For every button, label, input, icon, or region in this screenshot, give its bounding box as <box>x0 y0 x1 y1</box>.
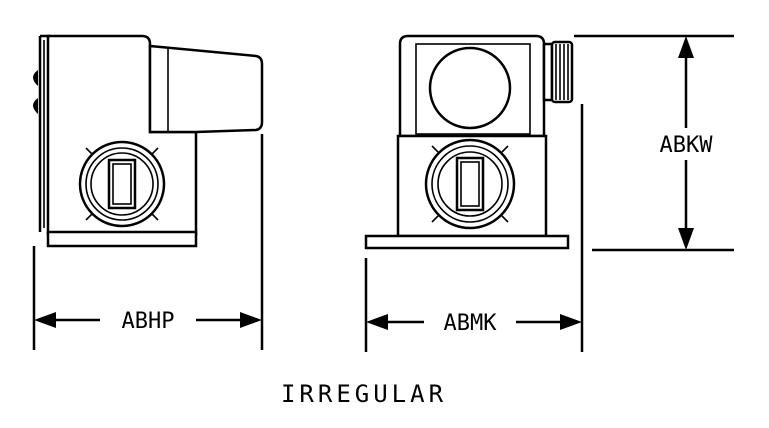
dimension-abkw: ABKW <box>574 34 734 252</box>
dimension-label-abkw: ABKW <box>660 133 714 158</box>
left-component-side-view <box>33 34 264 248</box>
dimension-abhp: ABHP <box>32 134 264 350</box>
dimension-abmk: ABMK <box>364 104 584 352</box>
caption-irregular: IRREGULAR <box>281 380 447 408</box>
right-component-front-view <box>364 34 574 250</box>
dimension-label-abhp: ABHP <box>122 309 175 334</box>
dimension-label-abmk: ABMK <box>444 311 498 336</box>
